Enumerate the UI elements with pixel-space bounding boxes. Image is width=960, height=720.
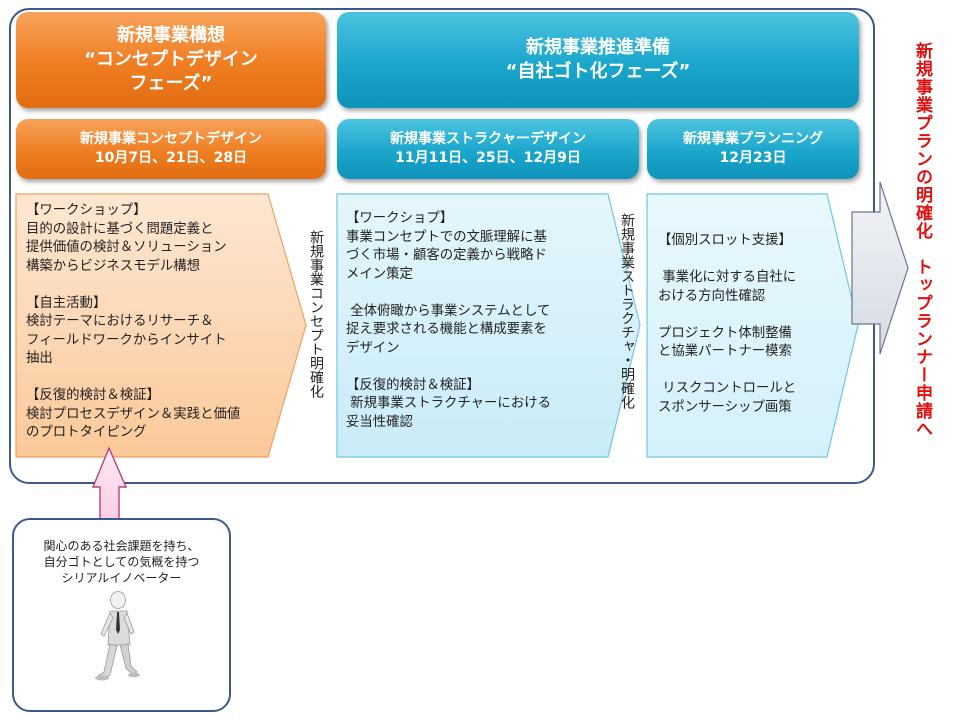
outcome-label: 新規事業プランの明確化 トップランナー申請へ — [912, 42, 932, 438]
stage-header-planning: 新規事業プランニング 12月23日 — [647, 119, 859, 179]
participant-description: 関心のある社会課題を持ち、 自分ゴトとしての気概を持つ シリアルイノベーター — [43, 539, 200, 585]
planning-activities: 【個別スロット支援】 事業化に対する自社に おける方向性確認 プロジェクト体制整… — [658, 233, 797, 415]
stage-title: 新規事業コンセプトデザイン — [80, 131, 262, 148]
stage-title: 新規事業ストラクャーデザイン — [390, 131, 586, 148]
concept-phase-title-2: “コンセプトデザイン — [84, 48, 258, 70]
concept-design-activities: 【ワークショップ】 目的の設計に基づく問題定義と 提供価値の検討＆ソリューション… — [26, 203, 241, 440]
promotion-phase-title-2: “自社ゴト化フェーズ” — [505, 61, 691, 82]
concept-phase-title-3: フェーズ” — [129, 73, 213, 95]
concept-phase-title-1: 新規事業構想 — [117, 24, 225, 46]
promotion-phase-title-1: 新規事業推進準備 — [526, 36, 670, 58]
outcome-arrow — [851, 181, 909, 355]
stage-dates: 11月11日、25日、12月9日 — [395, 150, 581, 166]
structure-design-activities: 【ワークショプ】 事業コンセプトでの文脈理解に基 づく市場・顧客の定義から戦略ド… — [346, 211, 551, 430]
input-arrow — [91, 446, 128, 541]
stage-header-structure-design: 新規事業ストラクャーデザイン 11月11日、25日、12月9日 — [337, 119, 639, 179]
structure-clarified-label: 新規事業ストラクチャ・明確化 — [619, 213, 635, 409]
concept-clarified-label: 新規事業コンセプト明確化 — [308, 230, 324, 398]
concept-phase-header: 新規事業構想 “コンセプトデザイン フェーズ” — [16, 12, 326, 108]
structure-content-arrow — [336, 193, 641, 458]
concept-content-arrow — [15, 193, 307, 458]
planning-content-arrow — [646, 193, 859, 458]
promotion-phase-header: 新規事業推進準備 “自社ゴト化フェーズ” — [337, 12, 859, 108]
stage-dates: 12月23日 — [719, 150, 787, 166]
stage-dates: 10月7日、21日、28日 — [94, 150, 248, 166]
stage-header-concept-design: 新規事業コンセプトデザイン 10月7日、21日、28日 — [16, 119, 326, 179]
stage-title: 新規事業プランニング — [683, 131, 823, 148]
